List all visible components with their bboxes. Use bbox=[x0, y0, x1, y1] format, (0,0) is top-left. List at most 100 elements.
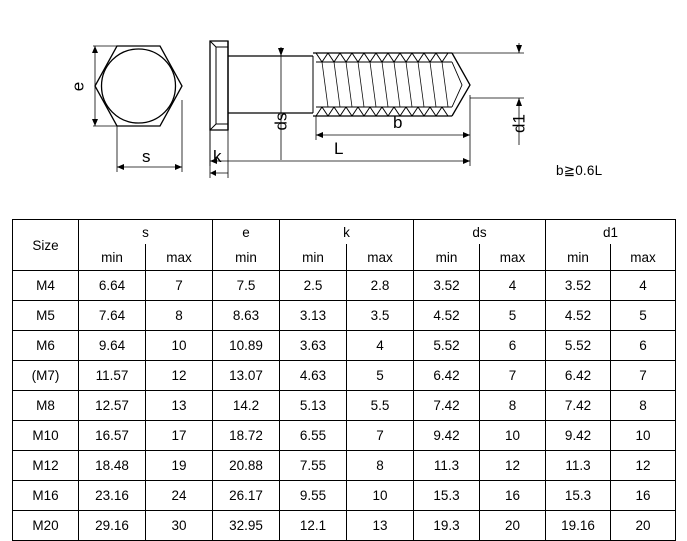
col-subheader-s-max: max bbox=[145, 244, 213, 271]
cell-s-min: 6.64 bbox=[78, 270, 146, 301]
cell-ds-min: 7.42 bbox=[413, 390, 480, 421]
cell-size: (M7) bbox=[12, 360, 79, 391]
dimension-table: Size s e k ds d1 min max min min max min… bbox=[12, 219, 677, 541]
cell-d1-max: 12 bbox=[610, 450, 677, 481]
cell-size: M4 bbox=[12, 270, 79, 301]
cell-ds-max: 7 bbox=[478, 360, 547, 391]
cell-e-min: 8.63 bbox=[212, 300, 280, 331]
cell-k-max: 5 bbox=[346, 360, 414, 391]
cell-ds-min: 11.3 bbox=[413, 450, 480, 481]
cell-s-min: 9.64 bbox=[78, 330, 146, 361]
cell-size: M10 bbox=[12, 420, 79, 451]
cell-e-min: 18.72 bbox=[212, 420, 280, 451]
cell-e-min: 26.17 bbox=[212, 480, 280, 511]
cell-s-min: 23.16 bbox=[78, 480, 146, 511]
table-subheader-row: min max min min max min max min max bbox=[13, 244, 677, 271]
cell-k-max: 4 bbox=[346, 330, 414, 361]
dimension-label-b: b bbox=[393, 113, 403, 132]
cell-k-max: 8 bbox=[346, 450, 414, 481]
cell-d1-min: 7.42 bbox=[545, 390, 612, 421]
cell-s-min: 11.57 bbox=[78, 360, 146, 391]
cell-e-min: 10.89 bbox=[212, 330, 280, 361]
hexagon-head-end-view bbox=[92, 45, 183, 172]
cell-s-max: 7 bbox=[145, 270, 213, 301]
dimension-ds bbox=[278, 47, 284, 160]
col-header-k: k bbox=[279, 219, 414, 244]
cell-d1-min: 6.42 bbox=[545, 360, 612, 391]
col-subheader-e-min: min bbox=[212, 244, 280, 271]
cell-d1-min: 4.52 bbox=[545, 300, 612, 331]
dimension-label-L: L bbox=[334, 139, 344, 158]
col-subheader-s-min: min bbox=[78, 244, 147, 271]
cell-k-max: 5.5 bbox=[346, 390, 414, 421]
cell-k-min: 9.55 bbox=[279, 480, 347, 511]
dimension-label-k: k bbox=[213, 147, 222, 166]
cell-ds-max: 10 bbox=[478, 420, 547, 451]
cell-s-min: 18.48 bbox=[78, 450, 146, 481]
col-header-ds: ds bbox=[412, 219, 547, 244]
dimension-L bbox=[209, 130, 471, 166]
cell-k-min: 6.55 bbox=[279, 420, 347, 451]
table-group-header-row: Size s e k ds d1 bbox=[12, 219, 677, 271]
cell-k-max: 7 bbox=[346, 420, 414, 451]
dimension-label-e: e bbox=[68, 81, 88, 92]
col-header-d1: d1 bbox=[545, 219, 677, 244]
cell-s-max: 24 bbox=[145, 480, 213, 511]
cell-d1-min: 15.3 bbox=[545, 480, 612, 511]
cell-d1-max: 4 bbox=[610, 270, 677, 301]
cell-e-min: 13.07 bbox=[212, 360, 280, 391]
cell-s-min: 7.64 bbox=[78, 300, 146, 331]
cell-k-min: 4.63 bbox=[279, 360, 347, 391]
cell-s-max: 17 bbox=[145, 420, 213, 451]
cell-ds-min: 3.52 bbox=[413, 270, 480, 301]
cell-size: M8 bbox=[12, 390, 79, 421]
cell-k-max: 3.5 bbox=[346, 300, 414, 331]
lag-screw-side-view bbox=[209, 40, 471, 131]
cell-e-min: 14.2 bbox=[212, 390, 280, 421]
cell-d1-max: 6 bbox=[610, 330, 677, 361]
thread-length-note: b≧0.6L bbox=[556, 163, 603, 178]
cell-k-min: 3.13 bbox=[279, 300, 347, 331]
cell-d1-max: 7 bbox=[610, 360, 677, 391]
cell-s-min: 12.57 bbox=[78, 390, 146, 421]
dimension-label-s: s bbox=[142, 147, 151, 166]
col-subheader-ds-min: min bbox=[413, 244, 481, 271]
cell-size: M16 bbox=[12, 480, 79, 511]
dimension-label-d1: d1 bbox=[509, 114, 529, 133]
col-subheader-d1-min: min bbox=[545, 244, 612, 271]
col-subheader-ds-max: max bbox=[478, 244, 547, 271]
table-head: Size s e k ds d1 min max min min max min… bbox=[12, 219, 677, 271]
cell-d1-min: 3.52 bbox=[545, 270, 612, 301]
cell-d1-min: 5.52 bbox=[545, 330, 612, 361]
cell-ds-max: 6 bbox=[478, 330, 547, 361]
cell-ds-min: 6.42 bbox=[413, 360, 480, 391]
cell-d1-min: 11.3 bbox=[545, 450, 612, 481]
cell-ds-max: 4 bbox=[478, 270, 547, 301]
cell-k-min: 5.13 bbox=[279, 390, 347, 421]
cell-ds-max: 8 bbox=[478, 390, 547, 421]
cell-s-max: 8 bbox=[145, 300, 213, 331]
cell-ds-min: 15.3 bbox=[413, 480, 480, 511]
cell-ds-max: 12 bbox=[478, 450, 547, 481]
cell-size: M6 bbox=[12, 330, 79, 361]
cell-e-min: 7.5 bbox=[212, 270, 280, 301]
col-subheader-k-max: max bbox=[346, 244, 414, 271]
cell-d1-max: 5 bbox=[610, 300, 677, 331]
cell-k-max: 2.8 bbox=[346, 270, 414, 301]
cell-k-min: 2.5 bbox=[279, 270, 347, 301]
dimension-table-wrapper: Size s e k ds d1 min max min min max min… bbox=[12, 219, 677, 541]
cell-size: M5 bbox=[12, 300, 79, 331]
cell-d1-max: 16 bbox=[610, 480, 677, 511]
cell-d1-max: 8 bbox=[610, 390, 677, 421]
col-subheader-d1-max: max bbox=[610, 244, 677, 271]
cell-s-max: 10 bbox=[145, 330, 213, 361]
cell-size: M12 bbox=[12, 450, 79, 481]
cell-ds-min: 9.42 bbox=[413, 420, 480, 451]
col-subheader-k-min: min bbox=[279, 244, 348, 271]
